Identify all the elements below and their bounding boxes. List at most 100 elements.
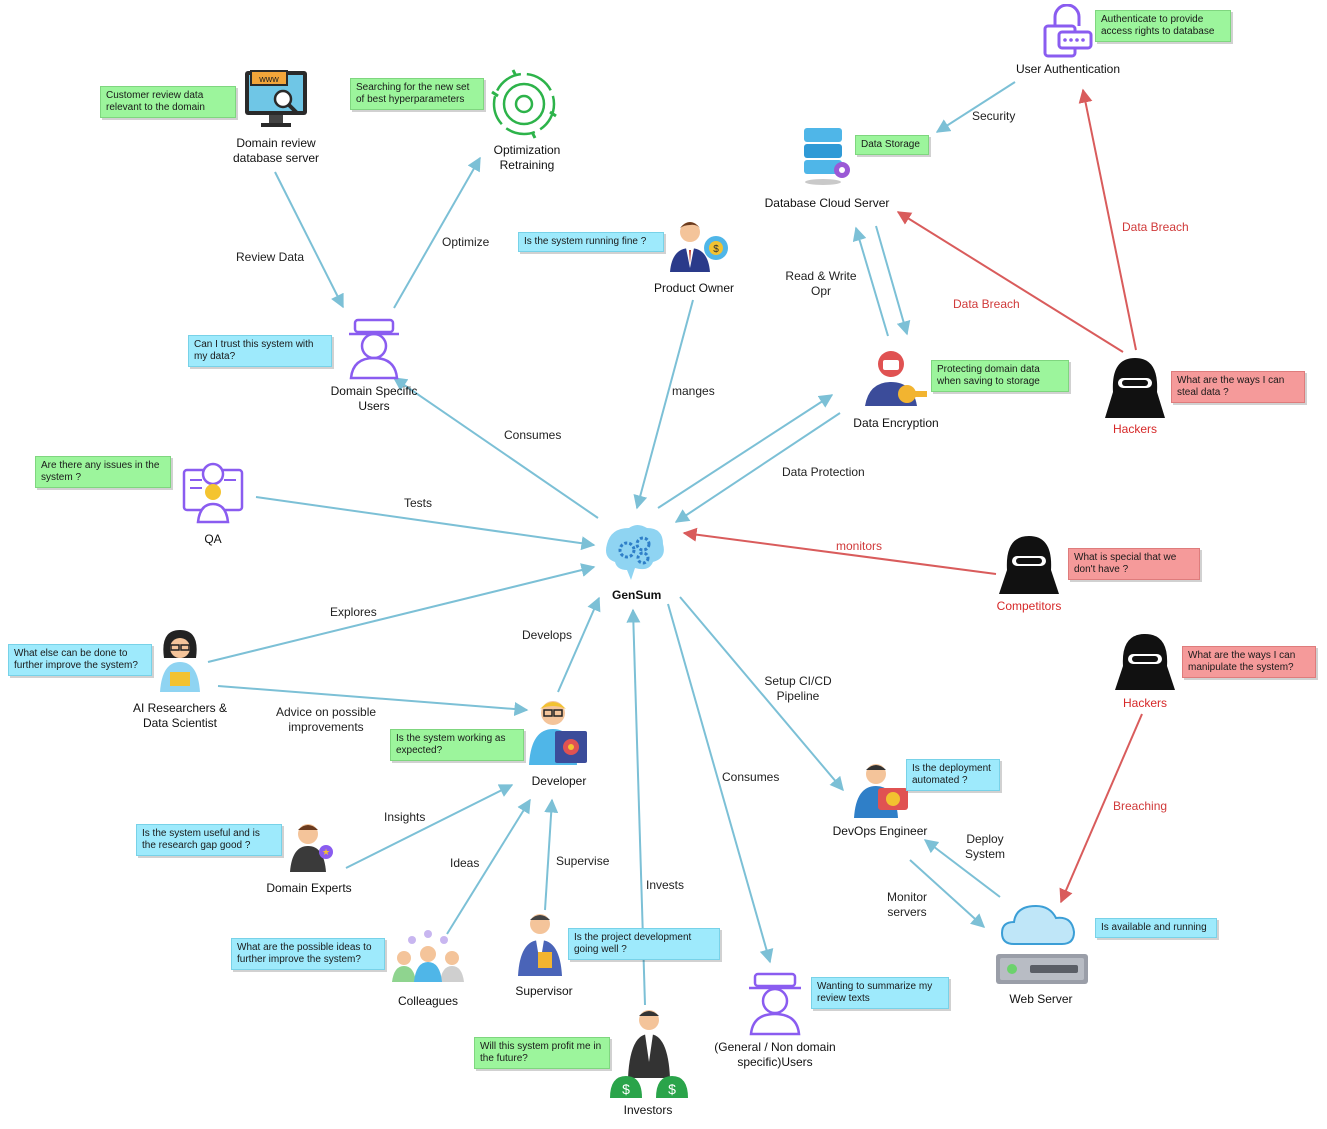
edge-label-data-breach-db: Data Breach: [953, 297, 1020, 311]
edge-label-consumes-general: Consumes: [722, 770, 780, 784]
edge-ideas: [446, 798, 531, 935]
node-investors-label: Investors: [623, 1103, 673, 1117]
lock-login-icon: [1043, 4, 1093, 58]
edge-tests: [255, 496, 596, 551]
note-web-server: Is available and running: [1095, 918, 1217, 938]
edge-setup-cicd: [679, 596, 844, 792]
note-qa: Are there any issues in the system ?: [35, 456, 171, 488]
node-developer-label: Developer: [531, 774, 587, 788]
edge-advice: [217, 685, 529, 717]
node-hackers-top-label: Hackers: [1112, 422, 1157, 436]
edge-label-supervise: Supervise: [556, 854, 610, 868]
node-product-owner-label: Product Owner: [653, 281, 735, 295]
node-data-encryption-label: Data Encryption: [853, 416, 939, 430]
key-encryption-icon: [865, 351, 927, 406]
edge-data-breach-db: [896, 211, 1124, 353]
edge-label-tests: Tests: [404, 496, 433, 510]
svg-text:www: www: [258, 74, 279, 84]
edge-explores: [207, 563, 596, 663]
edge-supervise: [544, 798, 559, 911]
edge-protect-out: [657, 394, 834, 509]
node-db-cloud-label: Database Cloud Server: [764, 196, 890, 210]
center-gensum-label: GenSum: [612, 588, 662, 602]
edge-label-insights: Insights: [384, 810, 426, 824]
edge-label-deploy-system: Deploy System: [964, 832, 1005, 861]
node-optimization-label: Optimization Retraining: [493, 143, 561, 172]
edge-label-review-data: Review Data: [236, 250, 305, 264]
edge-label-consumes-domain: Consumes: [504, 428, 562, 442]
edge-write: [875, 225, 911, 336]
colleagues-group-icon: [392, 930, 464, 982]
hacker-icon: [1105, 358, 1165, 418]
edge-label-setup-cicd: Setup CI/CD Pipeline: [764, 674, 832, 703]
edge-label-monitors: monitors: [836, 539, 883, 553]
user-hat-icon: [749, 972, 801, 1036]
edge-manges: [633, 299, 694, 510]
competitor-icon: [999, 536, 1059, 594]
developer-icon: [529, 701, 587, 765]
researcher-icon: [160, 630, 200, 692]
cloud-server-icon: [996, 904, 1088, 984]
node-competitors-label: Competitors: [996, 599, 1062, 613]
edge-review-data: [274, 171, 344, 309]
edge-read: [852, 226, 889, 337]
brain-gears-icon: [606, 525, 664, 580]
node-web-server-label: Web Server: [1009, 992, 1073, 1006]
node-hackers-bottom-label: Hackers: [1122, 696, 1167, 710]
note-developer: Is the system working as expected?: [390, 729, 524, 761]
hacker-icon: [1115, 634, 1175, 690]
node-domain-db-label: Domain review database server: [232, 136, 320, 165]
note-supervisor: Is the project development going well ?: [568, 928, 720, 960]
domain-expert-icon: ★: [290, 824, 333, 872]
edge-monitor: [909, 859, 986, 928]
svg-text:$: $: [622, 1081, 630, 1097]
edge-label-data-breach-auth: Data Breach: [1122, 220, 1189, 234]
edge-consumes-general: [667, 603, 774, 964]
edge-label-optimize: Optimize: [442, 235, 490, 249]
edge-security: [935, 81, 1016, 133]
edge-protect-in: [674, 412, 841, 523]
note-investors: Will this system profit me in the future…: [474, 1037, 610, 1069]
note-general-users: Wanting to summarize my review texts: [811, 977, 949, 1009]
note-user-auth: Authenticate to provide access rights to…: [1095, 10, 1231, 42]
svg-text:$: $: [713, 244, 719, 255]
note-competitors: What is special that we don't have ?: [1068, 548, 1200, 580]
note-domain-db: Customer review data relevant to the dom…: [100, 86, 236, 118]
edge-label-ideas: Ideas: [450, 856, 480, 870]
edge-data-breach-auth: [1078, 88, 1137, 351]
note-data-encryption: Protecting domain data when saving to st…: [931, 360, 1069, 392]
businessman-gear-icon: $: [670, 222, 728, 272]
edge-label-security: Security: [972, 109, 1016, 123]
monitor-search-icon: www: [245, 70, 307, 127]
note-domain-users: Can I trust this system with my data?: [188, 335, 332, 367]
gear-cycle-icon: [491, 69, 557, 139]
note-db-cloud: Data Storage: [855, 135, 929, 155]
node-domain-experts-label: Domain Experts: [266, 881, 352, 895]
note-domain-experts: Is the system useful and is the research…: [136, 824, 282, 856]
edge-label-explores: Explores: [330, 605, 377, 619]
supervisor-icon: [518, 914, 562, 976]
note-product-owner: Is the system running fine ?: [518, 232, 664, 252]
edge-label-data-protection: Data Protection: [782, 465, 865, 479]
node-ai-researchers-label: AI Researchers & Data Scientist: [132, 701, 228, 730]
note-colleagues: What are the possible ideas to further i…: [231, 938, 385, 970]
node-devops-label: DevOps Engineer: [832, 824, 928, 838]
node-user-auth-label: User Authentication: [1015, 62, 1121, 76]
note-devops: Is the deployment automated ?: [906, 759, 1000, 791]
edge-breaching: [1059, 713, 1143, 904]
edge-optimize: [393, 156, 481, 309]
node-colleagues-label: Colleagues: [397, 994, 459, 1008]
node-domain-users-label: Domain Specific Users: [330, 384, 418, 413]
svg-text:★: ★: [322, 847, 330, 857]
edge-label-advice: Advice on possible improvements: [275, 705, 377, 734]
edge-label-breaching: Breaching: [1113, 799, 1168, 813]
database-server-icon: [804, 128, 850, 185]
qa-inspector-icon: [182, 462, 244, 524]
edge-consumes-domain: [392, 377, 599, 519]
node-qa-label: QA: [204, 532, 222, 546]
edge-insights: [345, 784, 514, 869]
svg-text:$: $: [668, 1081, 676, 1097]
edge-monitors: [682, 527, 997, 575]
note-optimization: Searching for the new set of best hyperp…: [350, 78, 484, 110]
